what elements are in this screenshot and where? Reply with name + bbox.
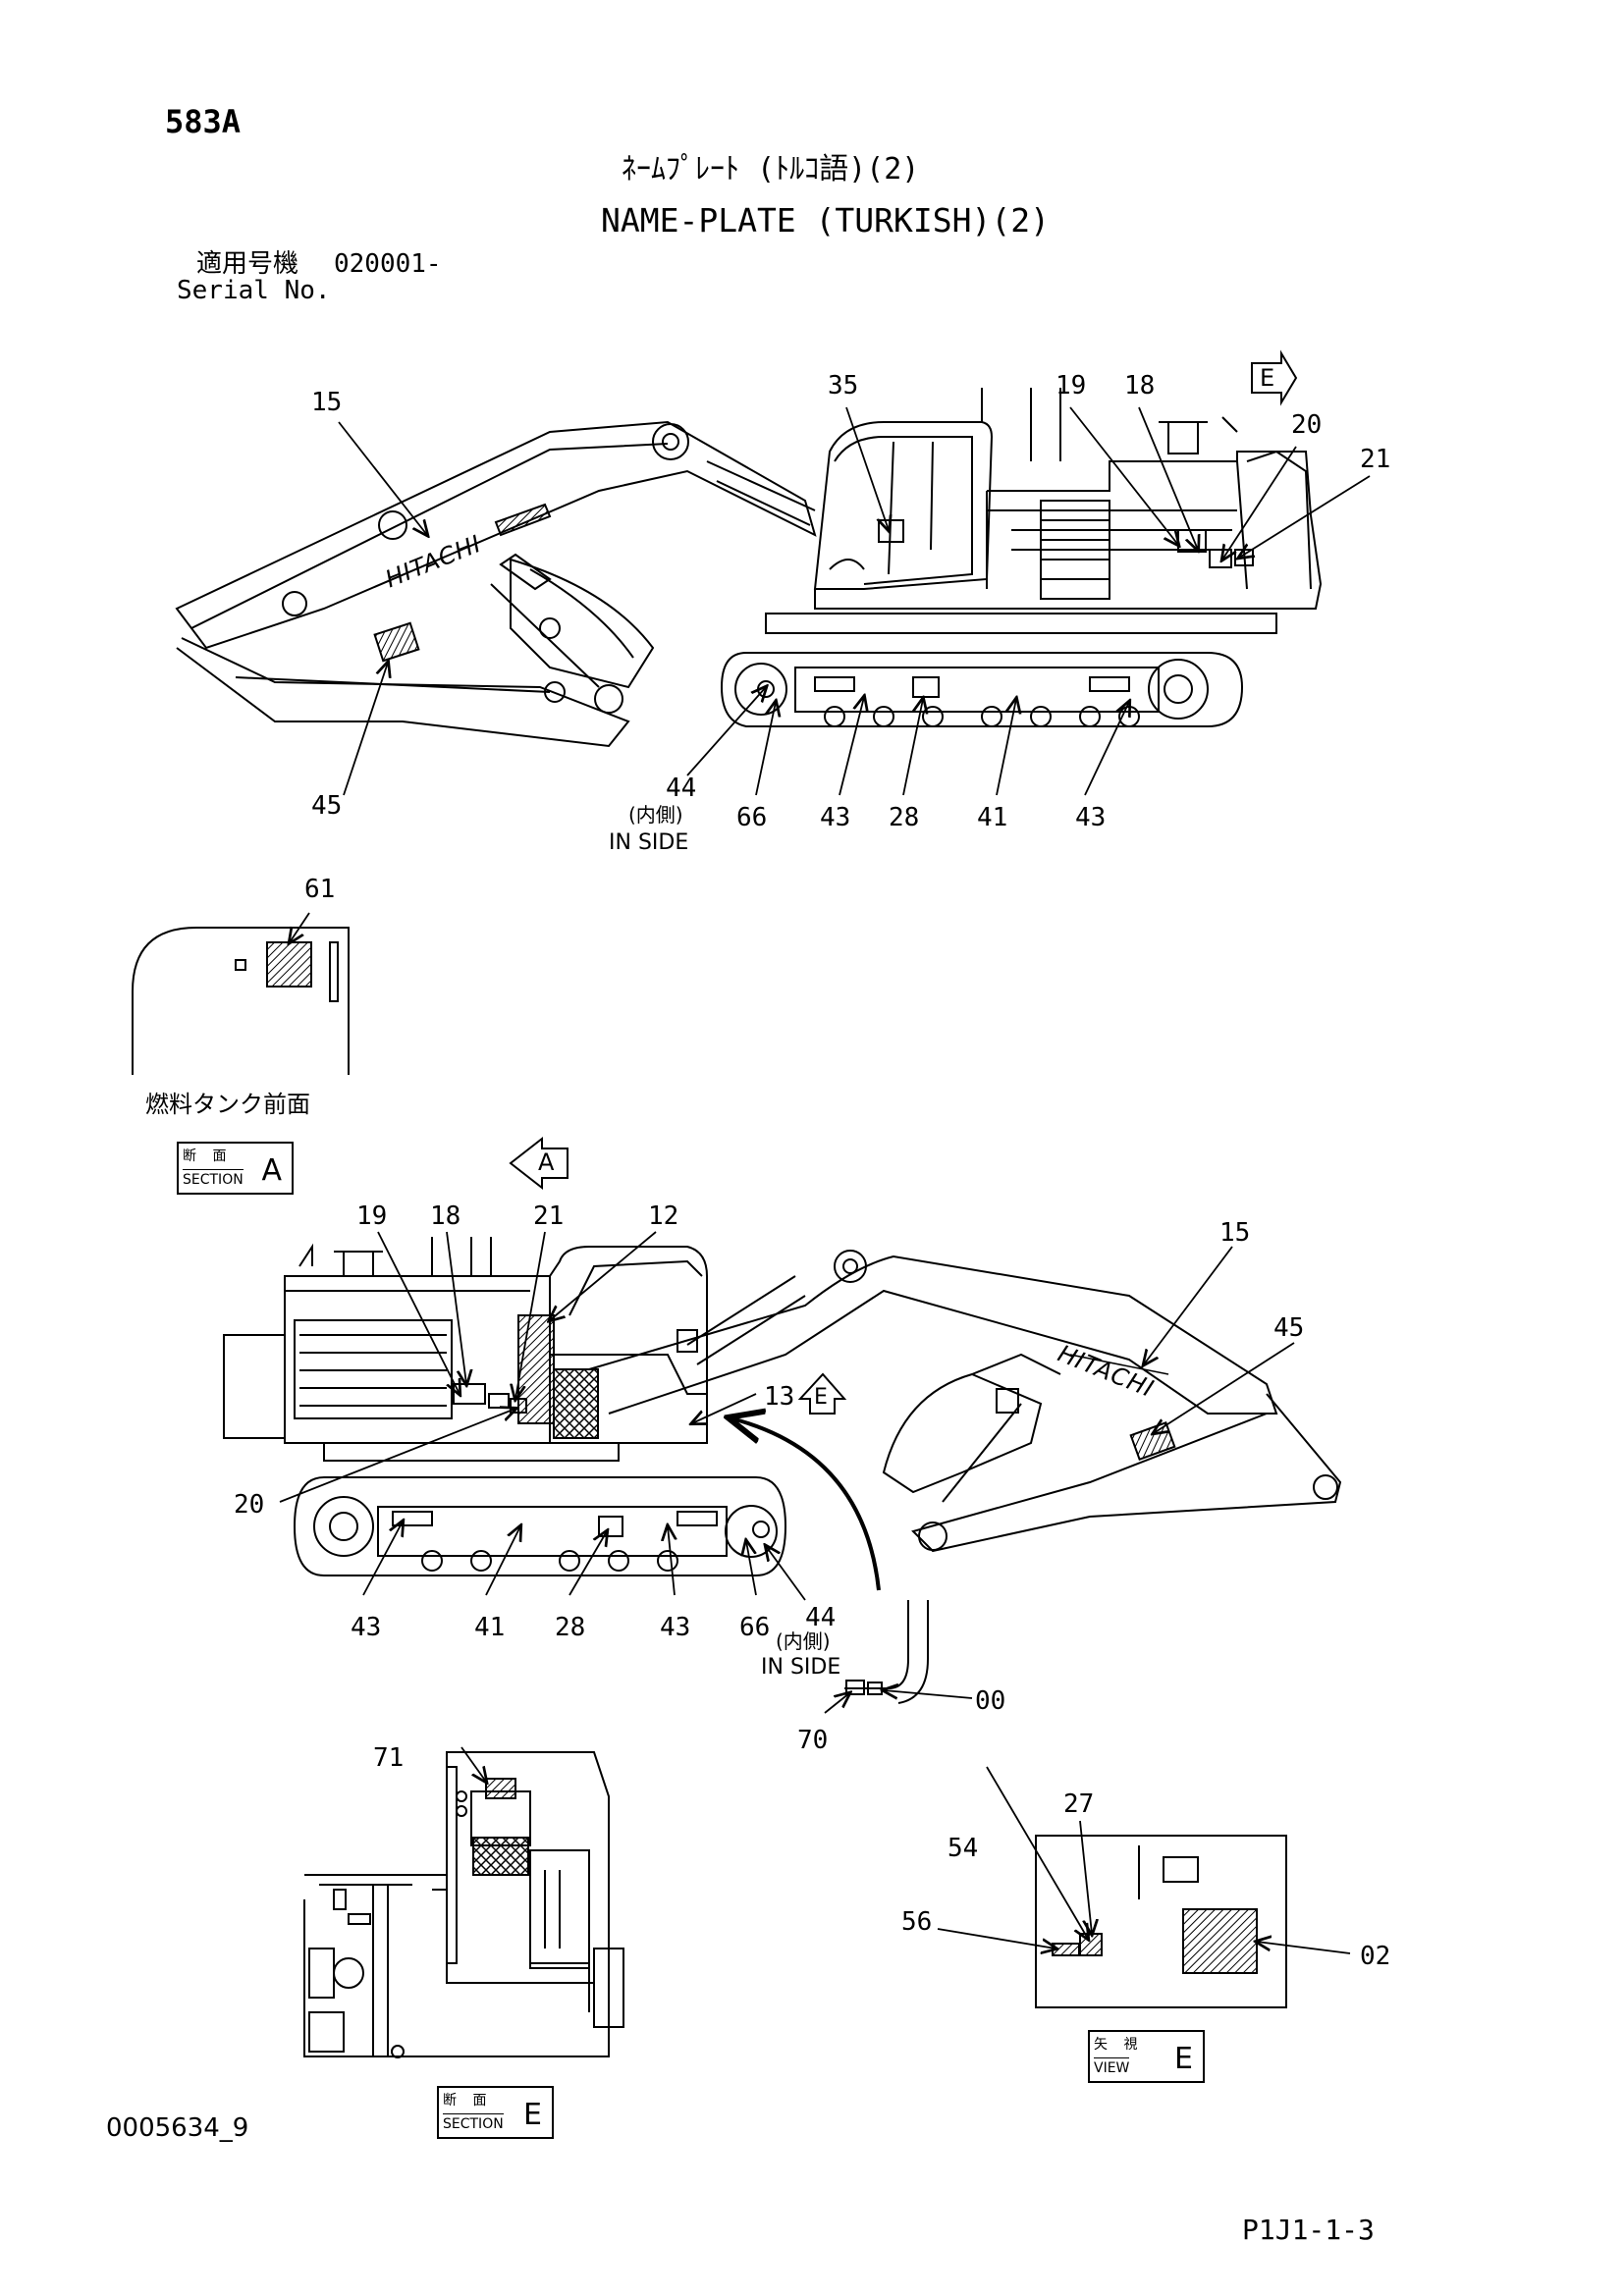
section-a-letter: A [261, 1153, 282, 1188]
section-e-en: SECTION [443, 2113, 504, 2132]
view-e-letter: E [1174, 2042, 1193, 2076]
callout-66-bottom: 66 [739, 1613, 771, 1642]
section-a-jp: 断 面 [183, 1148, 233, 1164]
callout-19-top: 19 [1056, 371, 1087, 400]
inside-label-jp-bottom: (内側) [776, 1629, 831, 1653]
callout-66-top: 66 [736, 803, 768, 832]
view-arrow-e-top: E [1260, 364, 1275, 392]
callout-35-top: 35 [828, 371, 859, 400]
callout-45-top: 45 [311, 791, 343, 821]
page-reference: P1J1-1-3 [1242, 2214, 1375, 2246]
callout-12: 12 [648, 1201, 679, 1231]
callout-41-bottom: 41 [474, 1613, 506, 1642]
callout-19-bottom: 19 [356, 1201, 388, 1231]
callout-56: 56 [901, 1907, 933, 1937]
callout-41-top: 41 [977, 803, 1008, 832]
callout-27: 27 [1063, 1789, 1095, 1819]
callout-43-bottom-b: 43 [660, 1613, 691, 1642]
callout-02: 02 [1360, 1942, 1391, 1971]
view-arrow-a: A [538, 1148, 555, 1176]
callout-15-top: 15 [311, 388, 343, 417]
callout-43-top-b: 43 [1075, 803, 1107, 832]
callout-28-bottom: 28 [555, 1613, 586, 1642]
section-a-en: SECTION [183, 1169, 244, 1188]
callout-44-bottom: 44 [805, 1603, 837, 1632]
callout-44-top: 44 [666, 774, 697, 803]
callout-54: 54 [947, 1834, 979, 1863]
callout-70: 70 [797, 1726, 829, 1755]
inside-label-jp-top: (内側) [628, 803, 683, 827]
document-number: 0005634_9 [106, 2113, 249, 2143]
callout-43-top-a: 43 [820, 803, 851, 832]
callout-71: 71 [373, 1743, 405, 1773]
inside-label-en-bottom: IN SIDE [761, 1655, 841, 1680]
section-e-drawing [303, 1746, 624, 2058]
section-a-label: 断 面 SECTION A [177, 1142, 294, 1195]
callout-18-top: 18 [1124, 371, 1156, 400]
fuel-tank-caption: 燃料タンク前面 [145, 1091, 310, 1118]
fuel-tank-front [132, 912, 350, 1075]
view-arrow-e-bottom: E [814, 1385, 828, 1410]
view-e-label: 矢 視 VIEW E [1088, 2030, 1205, 2083]
callout-13: 13 [764, 1382, 795, 1412]
title-english: NAME-PLATE (TURKISH)(2) [601, 201, 1050, 240]
inside-label-en-top: IN SIDE [609, 830, 689, 855]
serial-value: 020001- [334, 249, 442, 279]
callout-00: 00 [975, 1686, 1006, 1716]
callout-28-top: 28 [889, 803, 920, 832]
bottom-excavator [223, 1136, 1342, 1704]
callout-21-bottom: 21 [533, 1201, 565, 1231]
callout-43-bottom-a: 43 [351, 1613, 382, 1642]
serial-label-en: Serial No. [177, 276, 331, 305]
callout-20-bottom: 20 [234, 1490, 265, 1520]
section-e-jp: 断 面 [443, 2093, 493, 2109]
top-leaders [338, 406, 1371, 796]
callout-15-bottom: 15 [1219, 1218, 1251, 1248]
serial-label-jp: 適用号機 [196, 249, 299, 279]
section-e-label: 断 面 SECTION E [437, 2086, 554, 2139]
callout-20-top: 20 [1291, 410, 1323, 440]
callout-18-bottom: 18 [430, 1201, 461, 1231]
callout-61: 61 [304, 875, 336, 904]
page-code: 583A [165, 103, 242, 140]
callout-45-bottom: 45 [1273, 1313, 1305, 1343]
bottom-leaders [279, 1231, 1295, 1714]
section-e-letter: E [523, 2098, 542, 2132]
view-e-en: VIEW [1094, 2057, 1130, 2076]
view-e-jp: 矢 視 [1094, 2037, 1144, 2053]
callout-21-top: 21 [1360, 445, 1391, 474]
view-e-drawing [937, 1766, 1351, 2008]
top-excavator [175, 349, 1323, 748]
title-japanese: ﾈｰﾑﾌﾟﾚｰﾄ (ﾄﾙｺ語)(2) [622, 152, 920, 187]
